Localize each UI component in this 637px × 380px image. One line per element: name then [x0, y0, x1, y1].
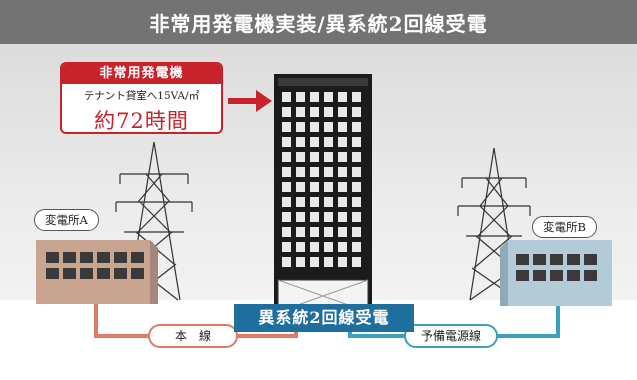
building-window	[310, 137, 319, 147]
building-window	[324, 137, 333, 147]
building-window	[352, 242, 361, 252]
office-building-icon	[268, 74, 378, 314]
building-window	[310, 227, 319, 237]
building-window	[338, 197, 347, 207]
building-window	[338, 227, 347, 237]
building-window	[282, 227, 291, 237]
generator-info-box: 非常用発電機 テナント貸室へ15VA/㎡ 約72時間	[60, 62, 223, 134]
building-window	[282, 167, 291, 177]
generator-heading: 非常用発電機	[62, 64, 221, 84]
building-window	[352, 137, 361, 147]
building-window	[296, 257, 305, 267]
diagram-scene: 非常用発電機 テナント貸室へ15VA/㎡ 約72時間 変電所A 変電所B 本 線…	[0, 44, 637, 380]
building-window	[296, 212, 305, 222]
building-window	[338, 212, 347, 222]
building-window	[310, 107, 319, 117]
building-window	[310, 212, 319, 222]
main-line-label: 本 線	[148, 324, 238, 348]
footer-label: 異系統2回線受電	[234, 304, 414, 332]
building-window	[282, 197, 291, 207]
building-window	[310, 242, 319, 252]
building-window	[296, 152, 305, 162]
building-window	[282, 92, 291, 102]
building-window	[282, 137, 291, 147]
building-window	[352, 122, 361, 132]
building-window	[282, 212, 291, 222]
building-window	[352, 212, 361, 222]
building-window	[338, 137, 347, 147]
building-windows	[282, 92, 361, 267]
building-window	[282, 257, 291, 267]
building-window	[324, 167, 333, 177]
building-window	[296, 107, 305, 117]
building-window	[352, 182, 361, 192]
building-window	[296, 197, 305, 207]
building-window	[296, 137, 305, 147]
building-window	[352, 167, 361, 177]
generator-capacity: テナント貸室へ15VA/㎡	[83, 90, 200, 102]
building-window	[324, 257, 333, 267]
substation-a-label: 変電所A	[34, 209, 99, 231]
building-window	[324, 182, 333, 192]
building-window	[296, 242, 305, 252]
substation-a-building-icon	[36, 240, 158, 304]
building-window	[296, 122, 305, 132]
building-window	[282, 107, 291, 117]
building-window	[310, 92, 319, 102]
building-window	[352, 152, 361, 162]
building-window	[338, 152, 347, 162]
building-window	[338, 92, 347, 102]
building-window	[310, 122, 319, 132]
reserve-line-label: 予備電源線	[404, 324, 498, 348]
building-window	[352, 257, 361, 267]
building-window	[282, 242, 291, 252]
building-window	[352, 92, 361, 102]
building-window	[324, 242, 333, 252]
building-window	[352, 197, 361, 207]
building-window	[282, 182, 291, 192]
substation-b-building-icon	[500, 240, 612, 306]
building-window	[338, 257, 347, 267]
building-window	[296, 182, 305, 192]
building-window	[338, 182, 347, 192]
building-window	[296, 92, 305, 102]
page-title: 非常用発電機実装/異系統2回線受電	[0, 0, 637, 44]
building-window	[310, 167, 319, 177]
building-window	[282, 122, 291, 132]
building-window	[352, 227, 361, 237]
building-window	[338, 242, 347, 252]
building-window	[324, 107, 333, 117]
generator-arrow-icon	[228, 90, 272, 112]
building-window	[310, 197, 319, 207]
building-window	[324, 92, 333, 102]
building-window	[352, 107, 361, 117]
building-window	[338, 107, 347, 117]
building-window	[324, 197, 333, 207]
building-window	[324, 227, 333, 237]
building-window	[310, 257, 319, 267]
building-window	[310, 182, 319, 192]
building-window	[324, 152, 333, 162]
building-window	[296, 227, 305, 237]
building-window	[296, 167, 305, 177]
building-window	[338, 122, 347, 132]
building-window	[310, 152, 319, 162]
building-window	[338, 167, 347, 177]
substation-b-label: 変電所B	[532, 216, 597, 238]
building-window	[282, 152, 291, 162]
building-window	[324, 212, 333, 222]
generator-duration: 約72時間	[94, 109, 189, 133]
building-window	[324, 122, 333, 132]
